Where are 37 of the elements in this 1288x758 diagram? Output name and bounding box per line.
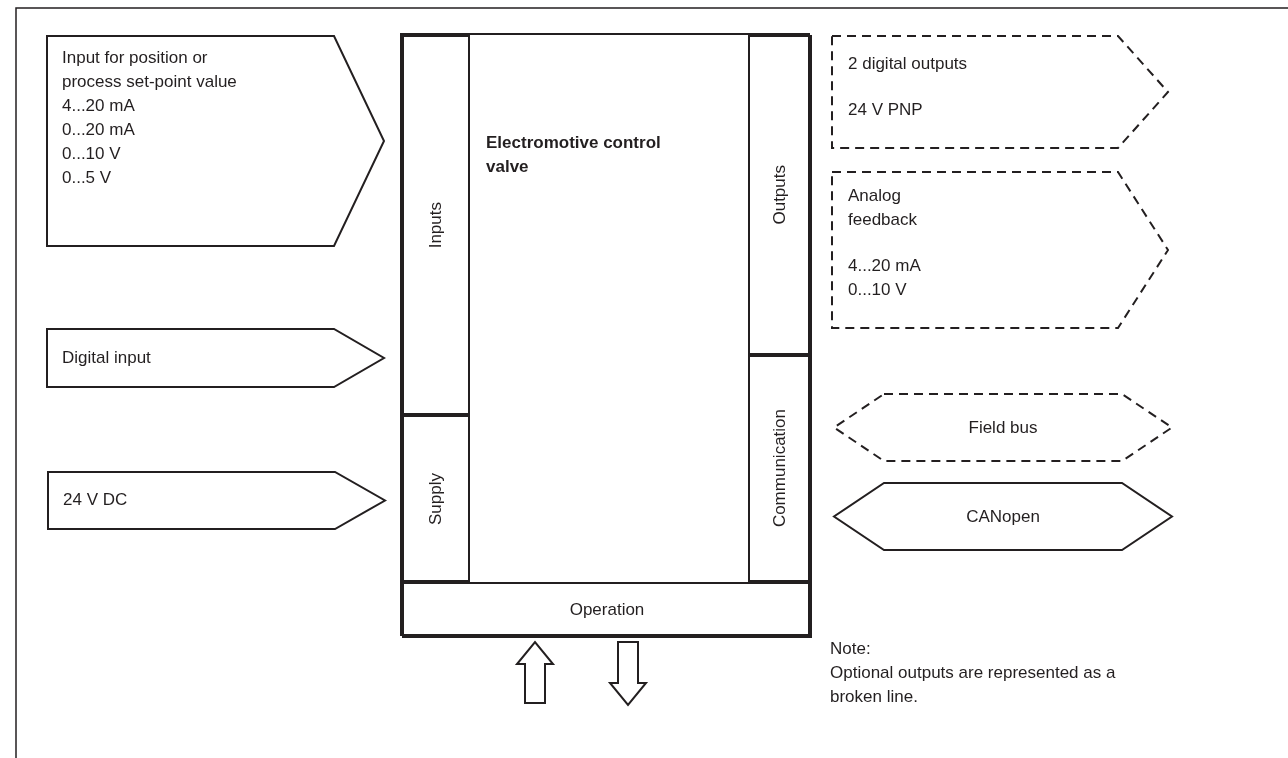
signal-value: 0...20 mA [62, 119, 136, 141]
signal-label: 24 V DC [63, 489, 129, 511]
block-arrow [514, 640, 556, 704]
note-heading: Note: [830, 638, 872, 660]
signal-label: Digital input [62, 347, 152, 369]
signal-arrow-shape [48, 472, 385, 529]
signal-label: 2 digital outputs [848, 53, 969, 75]
section-label: Communication [770, 409, 790, 528]
bus-arrow-shape [834, 483, 1172, 550]
bus-label: Field bus [968, 417, 1038, 438]
bus-label: CANopen [966, 506, 1040, 527]
section-label: Operation [569, 600, 645, 620]
signal-value: 0...10 V [62, 143, 122, 165]
section-label: Inputs [426, 201, 446, 249]
section-band [748, 355, 812, 582]
section-band [402, 582, 812, 638]
signal-value: 4...20 mA [62, 95, 136, 117]
signal-value: 0...5 V [62, 167, 113, 189]
section-band [402, 35, 470, 415]
signal-arrow-shape [832, 172, 1168, 328]
signal-arrow-shape [47, 329, 384, 387]
device-block [400, 33, 810, 636]
signal-value: 0...10 V [848, 279, 908, 301]
device-title: Electromotive control valve [486, 132, 662, 178]
bus-arrow-shape [834, 394, 1172, 461]
section-label: Outputs [770, 165, 790, 225]
signal-label: Analog feedback [848, 185, 918, 231]
signal-value: 4...20 mA [848, 255, 922, 277]
note-text: Optional outputs are represented as a broken line. [830, 662, 1117, 708]
block-arrow [607, 641, 649, 707]
signal-label: Input for position or process set-point value [62, 47, 238, 93]
section-band [402, 415, 470, 582]
signal-arrow-shape [832, 36, 1168, 148]
signal-value: 24 V PNP [848, 99, 924, 121]
section-label: Supply [426, 472, 446, 525]
signal-arrow-shape [47, 36, 384, 246]
section-band [748, 35, 812, 355]
